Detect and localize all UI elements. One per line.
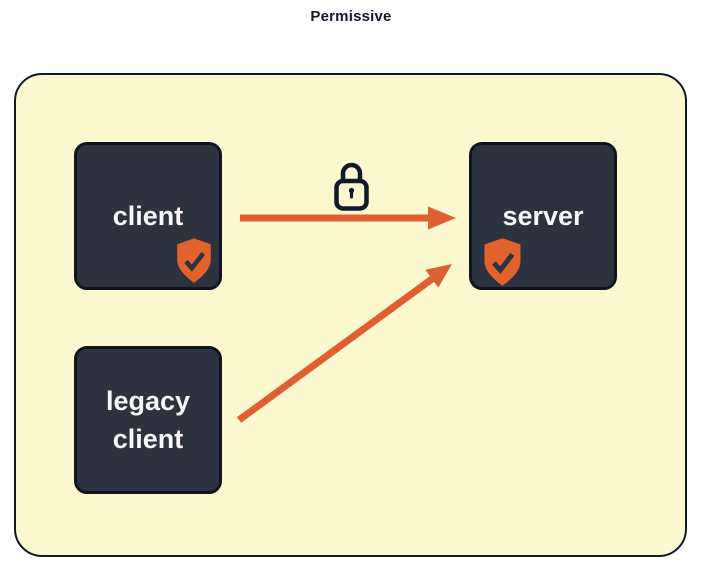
node-client-label: client: [112, 201, 184, 231]
node-legacy-client: legacy client: [74, 346, 222, 494]
node-legacy-client-label: legacy client: [105, 386, 191, 454]
diagram-title: Permissive: [310, 8, 392, 25]
node-client: client: [74, 142, 222, 290]
node-server: server: [469, 142, 617, 290]
shield-check-icon: [484, 238, 521, 286]
node-server-label: server: [502, 201, 584, 231]
shield-check-icon: [177, 238, 211, 283]
